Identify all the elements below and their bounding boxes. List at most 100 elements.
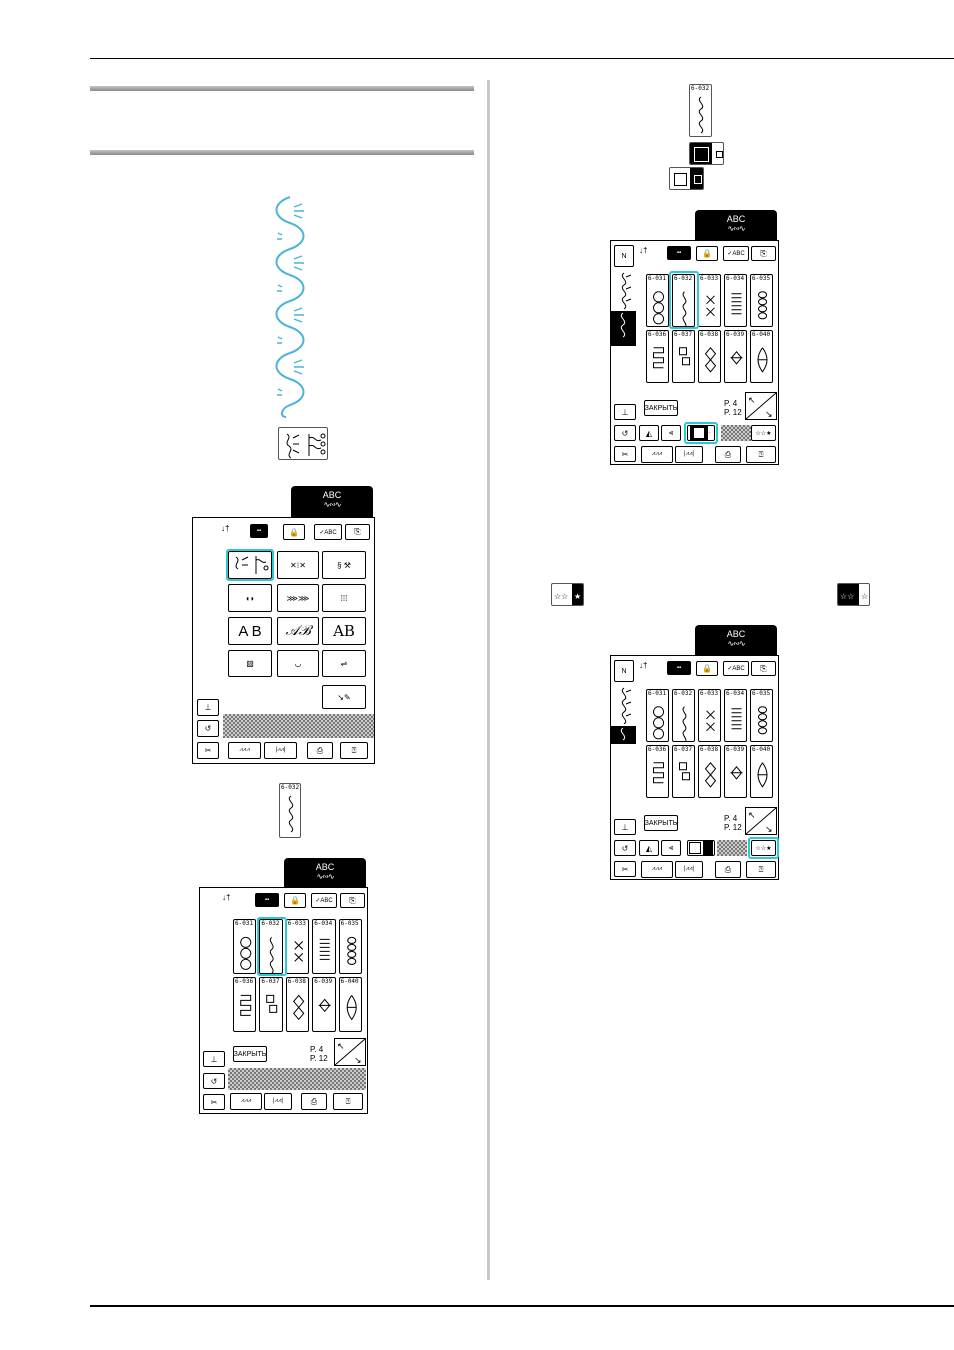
stitch-length-button[interactable]: |⩘⩘| bbox=[264, 742, 297, 759]
close-button[interactable]: ЗАКРЫТЬ bbox=[233, 1046, 267, 1062]
abc-tab[interactable]: ABC∿∾∿ bbox=[291, 486, 373, 518]
category-decorative-button[interactable] bbox=[228, 551, 272, 579]
presser-foot-button[interactable]: ⊥ bbox=[614, 819, 636, 835]
mirror-vertical-button[interactable]: ◭ bbox=[639, 425, 659, 441]
pattern-cell-6-037[interactable]: 6-037 bbox=[259, 977, 283, 1032]
display-mode-button[interactable]: ▪▪ bbox=[255, 893, 279, 907]
settings-button[interactable]: ⎙ bbox=[301, 1093, 327, 1110]
memory-button[interactable]: ⎘ bbox=[751, 246, 776, 261]
reverse-button[interactable]: ↺ bbox=[614, 840, 636, 856]
memory-button[interactable]: ⎘ bbox=[751, 661, 776, 676]
pattern-cell-6-035[interactable]: 6-035 bbox=[750, 274, 773, 327]
mirror-horizontal-button[interactable]: ⫷ bbox=[661, 425, 681, 441]
pattern-cell-6-032[interactable]: 6-032 bbox=[672, 689, 695, 742]
help-button[interactable]: ⍰ bbox=[746, 446, 776, 463]
category-cross-stitch-button[interactable]: ✕⁝✕ bbox=[277, 551, 319, 579]
category-block-font-button[interactable]: A B bbox=[228, 617, 272, 645]
thread-cutter-button[interactable]: ✂ bbox=[614, 446, 636, 462]
reverse-button[interactable]: ↺ bbox=[197, 720, 219, 737]
pattern-cell-6-032[interactable]: 6-032 bbox=[672, 274, 695, 327]
tension-button[interactable]: ⩘⩘⩘ bbox=[641, 446, 673, 463]
reverse-button[interactable]: ↺ bbox=[203, 1073, 225, 1089]
pattern-cell-6-034[interactable]: 6-034 bbox=[312, 919, 336, 974]
lock-button[interactable]: 🔒 bbox=[696, 661, 718, 676]
density-button[interactable]: ☆☆★ bbox=[751, 840, 776, 856]
pattern-cell-6-033[interactable]: 6-033 bbox=[698, 274, 721, 327]
pattern-cell-6-036[interactable]: 6-036 bbox=[646, 330, 669, 383]
lock-button[interactable]: 🔒 bbox=[283, 524, 305, 540]
stitch-length-button[interactable]: |⩘⩘| bbox=[675, 446, 703, 463]
pattern-cell-6-039[interactable]: 6-039 bbox=[724, 745, 747, 798]
reverse-button[interactable]: ↺ bbox=[614, 425, 636, 441]
pattern-cell-6-032[interactable]: 6-032 bbox=[259, 919, 283, 974]
lock-button[interactable]: 🔒 bbox=[284, 893, 306, 908]
pattern-cell-6-035[interactable]: 6-035 bbox=[338, 919, 362, 974]
category-script-font-button[interactable]: 𝒜ℬ bbox=[277, 617, 319, 645]
check-abc-button[interactable]: ✓ABC bbox=[723, 246, 749, 261]
usb-button[interactable]: ⇌ bbox=[322, 650, 366, 677]
thread-cutter-button[interactable]: ✂ bbox=[203, 1094, 225, 1110]
settings-button[interactable]: ⎙ bbox=[715, 446, 741, 463]
density-button[interactable]: ☆☆★ bbox=[751, 425, 776, 441]
pattern-cell-6-040[interactable]: 6-040 bbox=[338, 977, 362, 1032]
help-button[interactable]: ⍰ bbox=[746, 861, 776, 878]
check-abc-button[interactable]: ✓ABC bbox=[314, 524, 342, 540]
display-mode-button[interactable]: ▪▪ bbox=[667, 661, 691, 675]
tension-button[interactable]: ⩘⩘⩘ bbox=[641, 861, 673, 878]
page-scroll-button[interactable]: ↖↘ bbox=[745, 392, 777, 420]
tension-button[interactable]: ⩘⩘⩘ bbox=[230, 1093, 262, 1110]
abc-tab[interactable]: ABC∿∾∿ bbox=[695, 210, 777, 240]
mirror-horizontal-button[interactable]: ⫷ bbox=[661, 840, 681, 856]
my-custom-stitch-button[interactable]: ↘✎ bbox=[322, 685, 366, 709]
pattern-cell-6-031[interactable]: 6-031 bbox=[646, 689, 669, 742]
pattern-cell-6-034[interactable]: 6-034 bbox=[724, 689, 747, 742]
pattern-cell-6-031[interactable]: 6-031 bbox=[233, 919, 257, 974]
single-repeat-button[interactable]: ▫ bbox=[687, 425, 715, 441]
category-zigzag-button[interactable]: ⋙⋙ bbox=[277, 584, 319, 612]
pattern-cell-6-033[interactable]: 6-033 bbox=[285, 919, 310, 974]
presser-foot-button[interactable]: ⊥ bbox=[614, 404, 636, 420]
close-button[interactable]: ЗАКРЫТЬ bbox=[644, 815, 678, 831]
lock-button[interactable]: 🔒 bbox=[696, 246, 718, 261]
tension-button[interactable]: ⩘⩘⩘ bbox=[228, 742, 261, 759]
page-scroll-button[interactable]: ↖↘ bbox=[334, 1038, 366, 1066]
category-straight-button[interactable]: ⁞⁞⁞ bbox=[322, 584, 366, 612]
pattern-cell-6-039[interactable]: 6-039 bbox=[312, 977, 336, 1032]
stitch-length-button[interactable]: |⩘⩘| bbox=[264, 1093, 292, 1110]
pattern-cell-6-033[interactable]: 6-033 bbox=[698, 689, 721, 742]
pattern-cell-6-036[interactable]: 6-036 bbox=[233, 977, 257, 1032]
presser-foot-button[interactable]: ⊥ bbox=[197, 699, 219, 716]
single-repeat-button[interactable] bbox=[687, 840, 715, 856]
check-abc-button[interactable]: ✓ABC bbox=[311, 893, 337, 908]
display-mode-button[interactable]: ▪▪ bbox=[250, 524, 268, 538]
n-button[interactable]: N bbox=[614, 245, 634, 267]
pattern-cell-6-040[interactable]: 6-040 bbox=[750, 745, 773, 798]
page-scroll-button[interactable]: ↖↘ bbox=[745, 807, 777, 835]
stitch-length-button[interactable]: |⩘⩘| bbox=[675, 861, 703, 878]
check-abc-button[interactable]: ✓ABC bbox=[723, 661, 749, 676]
pattern-cell-6-031[interactable]: 6-031 bbox=[646, 274, 669, 327]
mirror-vertical-button[interactable]: ◭ bbox=[639, 840, 659, 856]
abc-tab[interactable]: ABC∿∾∿ bbox=[695, 625, 777, 655]
settings-button[interactable]: ⎙ bbox=[307, 742, 333, 759]
pattern-cell-6-037[interactable]: 6-037 bbox=[672, 330, 695, 383]
pattern-cell-6-038[interactable]: 6-038 bbox=[285, 977, 310, 1032]
pattern-cell-6-035[interactable]: 6-035 bbox=[750, 689, 773, 742]
category-picture-button[interactable]: ▧ bbox=[228, 650, 272, 677]
display-mode-button[interactable]: ▪▪ bbox=[667, 246, 691, 260]
memory-button[interactable]: ⎘ bbox=[345, 524, 370, 540]
help-button[interactable]: ⍰ bbox=[333, 1093, 363, 1110]
category-outline-font-button[interactable]: AB bbox=[322, 617, 366, 645]
category-scallop-button[interactable]: ◖◗ bbox=[228, 584, 272, 612]
pattern-cell-6-037[interactable]: 6-037 bbox=[672, 745, 695, 798]
pattern-cell-6-040[interactable]: 6-040 bbox=[750, 330, 773, 383]
category-pocket-button[interactable]: ◡ bbox=[277, 650, 319, 677]
pattern-cell-6-034[interactable]: 6-034 bbox=[724, 274, 747, 327]
help-button[interactable]: ⍰ bbox=[340, 742, 368, 759]
close-button[interactable]: ЗАКРЫТЬ bbox=[644, 400, 678, 416]
thread-cutter-button[interactable]: ✂ bbox=[197, 742, 219, 759]
settings-button[interactable]: ⎙ bbox=[715, 861, 741, 878]
n-button[interactable]: N bbox=[614, 660, 634, 682]
pattern-cell-6-036[interactable]: 6-036 bbox=[646, 745, 669, 798]
thread-cutter-button[interactable]: ✂ bbox=[614, 861, 636, 877]
